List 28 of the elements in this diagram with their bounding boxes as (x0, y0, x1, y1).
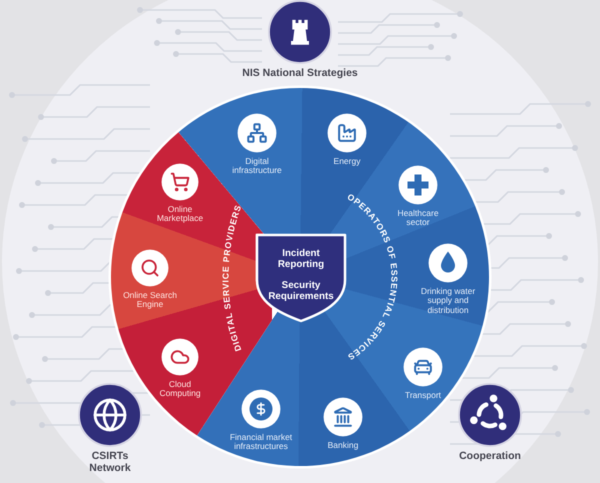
node-label: Financial market infrastructures (228, 433, 294, 452)
cloud-icon (161, 338, 199, 376)
node-label: Healthcare sector (396, 209, 440, 228)
rook-icon (268, 0, 332, 64)
globe-icon (78, 383, 142, 447)
cart-icon (161, 163, 199, 201)
node-label: Online Search Engine (122, 291, 178, 310)
node-label: CSIRTs Network (88, 451, 132, 474)
water-drop-icon (428, 243, 468, 283)
node-label: NIS National Strategies (242, 68, 358, 80)
people-ring-icon (458, 383, 522, 447)
shield-text: Security Requirements (267, 281, 335, 302)
medical-cross-icon (398, 165, 438, 205)
factory-icon (327, 113, 367, 153)
dollar-coin-icon (241, 389, 281, 429)
node-label: Digital infrastructure (231, 157, 283, 176)
car-icon (403, 347, 443, 387)
node-label: Cooperation (459, 451, 521, 462)
node-label: Energy (334, 157, 360, 166)
search-icon (131, 249, 169, 287)
node-label: Drinking water supply and distribution (420, 287, 476, 315)
node-label: Transport (404, 391, 442, 400)
node-label: Cloud Computing (158, 380, 202, 399)
hierarchy-icon (237, 113, 277, 153)
node-label: Banking (328, 441, 358, 450)
node-label: Online Marketplace (156, 205, 204, 224)
bank-icon (323, 397, 363, 437)
shield-text: Incident Reporting (276, 249, 326, 270)
